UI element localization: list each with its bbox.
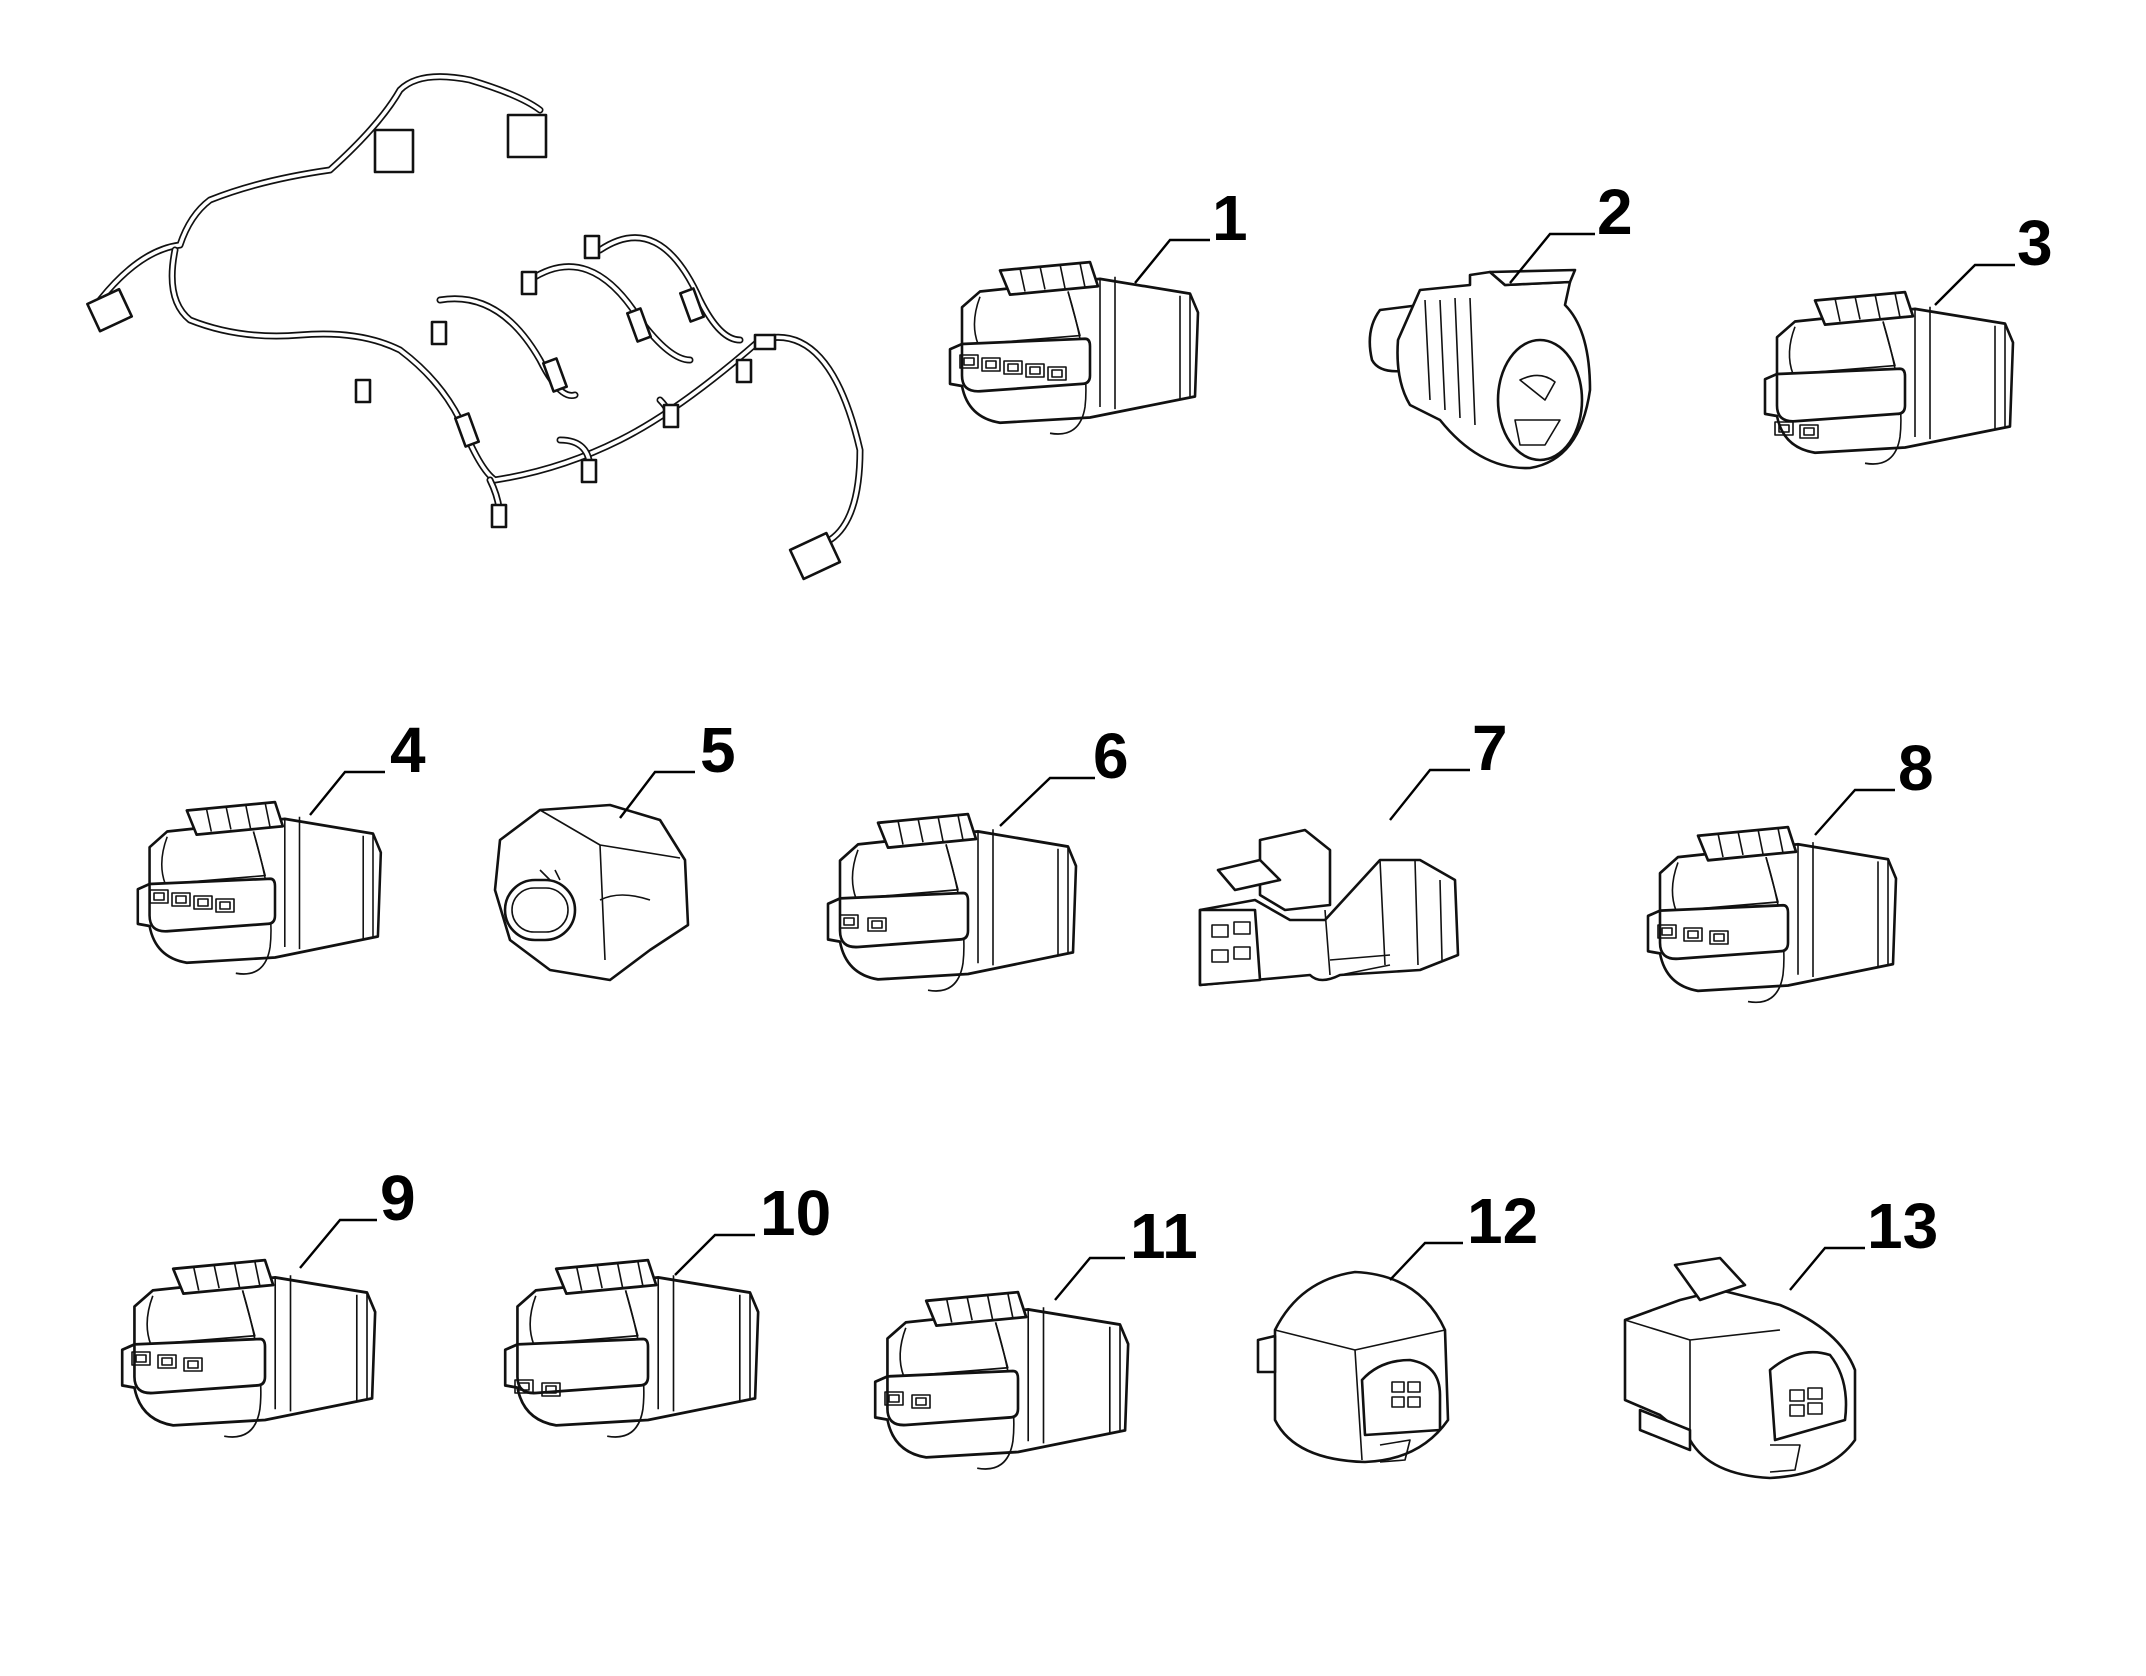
connector-4-way-square-icon xyxy=(1623,1256,1857,1480)
callout-8: 8 xyxy=(1898,732,1934,804)
callout-5: 5 xyxy=(700,714,736,786)
callout-13: 13 xyxy=(1867,1190,1938,1262)
callout-2: 2 xyxy=(1597,176,1633,248)
callout-9: 9 xyxy=(380,1162,416,1234)
connector-2-way-housing-icon xyxy=(1763,290,2015,466)
connector-4-way-square-icon xyxy=(1256,1270,1450,1464)
connector-4-way-housing-icon xyxy=(136,800,383,976)
callout-3: 3 xyxy=(2017,207,2053,279)
connector-3-way-housing-icon xyxy=(120,1258,377,1439)
connector-round-weatherpack-icon xyxy=(1368,268,1592,470)
connector-2-way-housing-icon xyxy=(826,812,1078,993)
connector-2-way-oval-icon xyxy=(493,803,690,982)
callout-7: 7 xyxy=(1472,712,1508,784)
callout-12: 12 xyxy=(1467,1185,1538,1257)
callout-1: 1 xyxy=(1212,182,1248,254)
wiring-harness-icon xyxy=(86,73,864,581)
connector-5-way-housing-icon xyxy=(948,260,1200,436)
connector-4-way-latch-icon xyxy=(1198,828,1460,987)
connector-2-way-housing-icon xyxy=(503,1258,760,1439)
callout-10: 10 xyxy=(760,1177,831,1249)
callout-6: 6 xyxy=(1093,720,1129,792)
callout-4: 4 xyxy=(390,714,426,786)
callout-11: 11 xyxy=(1130,1200,1198,1272)
callout-labels: 1 2 3 4 5 6 7 8 9 10 11 12 13 xyxy=(380,176,2053,1272)
connector-2-way-housing-icon xyxy=(873,1290,1130,1471)
connector-3-way-housing-icon xyxy=(1646,825,1898,1004)
leader-lines xyxy=(299,232,2015,1301)
